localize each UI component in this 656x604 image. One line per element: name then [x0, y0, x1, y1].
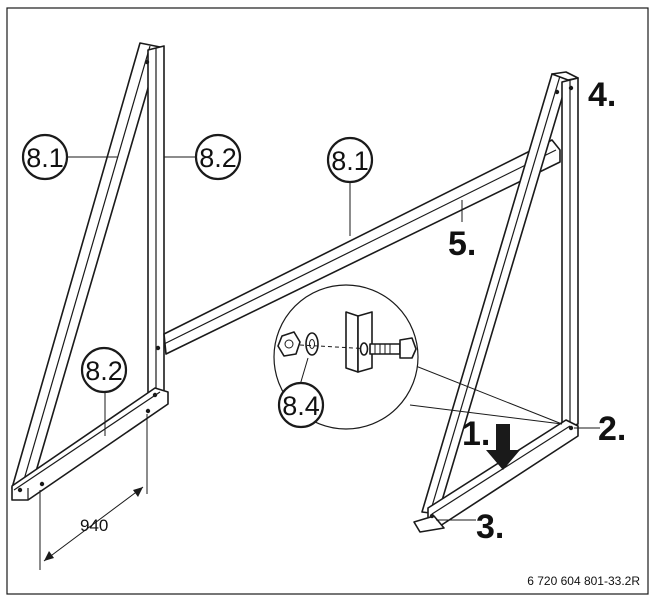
bolt-icon	[369, 337, 417, 359]
callout-left-diagonal: 8.1	[21, 133, 118, 181]
bolt-hole	[17, 487, 23, 493]
bracket-plate-side	[357, 311, 373, 373]
step-4-label: 4.	[588, 76, 616, 114]
bracket-plate	[345, 311, 359, 373]
bolt-hole	[152, 392, 158, 398]
dimension-line	[43, 486, 144, 562]
callout-left-vertical: 8.2	[164, 133, 242, 181]
crossbar	[163, 139, 561, 355]
step-1-label: 1.	[462, 415, 490, 453]
callout-label: 8.4	[282, 391, 320, 421]
callout-bottom-rail: 8.2	[80, 346, 128, 436]
dimension-arrow-left	[44, 551, 54, 561]
crossbar-beam	[163, 139, 561, 355]
figure-border	[6, 7, 649, 595]
detail-leader-bottom	[409, 404, 563, 425]
callout-label: 8.2	[85, 356, 123, 386]
dimension-940: 940	[39, 414, 148, 570]
right-frame	[413, 71, 579, 533]
bolt-hole	[155, 345, 161, 351]
down-arrow-icon	[486, 424, 520, 470]
figure-reference-number: 6 720 604 801-33.2R	[527, 574, 640, 588]
right-top-cap	[551, 71, 579, 81]
callout-label: 8.2	[199, 143, 237, 173]
left-bottom-rail	[11, 387, 169, 501]
left-frame	[11, 42, 169, 501]
callout-crossbar: 8.1	[326, 136, 374, 236]
bolt-hole	[554, 89, 560, 95]
callout-label: 8.1	[26, 143, 64, 173]
step-3-label: 3.	[476, 508, 504, 546]
washer-icon	[305, 332, 319, 356]
bolt-hole	[144, 59, 150, 65]
bolt-hole	[568, 425, 574, 431]
nut-icon	[277, 331, 301, 357]
dimension-arrow-right	[133, 487, 143, 497]
callout-label: 8.1	[331, 146, 369, 176]
step-2-label: 2.	[598, 410, 626, 448]
step-5-label: 5.	[448, 225, 476, 263]
bolt-hole	[429, 513, 435, 519]
dimension-value: 940	[80, 516, 108, 535]
bolt-hole	[145, 408, 151, 414]
bolt-hole	[39, 481, 45, 487]
bolt-washer-icon	[359, 342, 369, 356]
bolt-hole	[568, 85, 574, 91]
callout-fastener: 8.4	[277, 357, 325, 429]
